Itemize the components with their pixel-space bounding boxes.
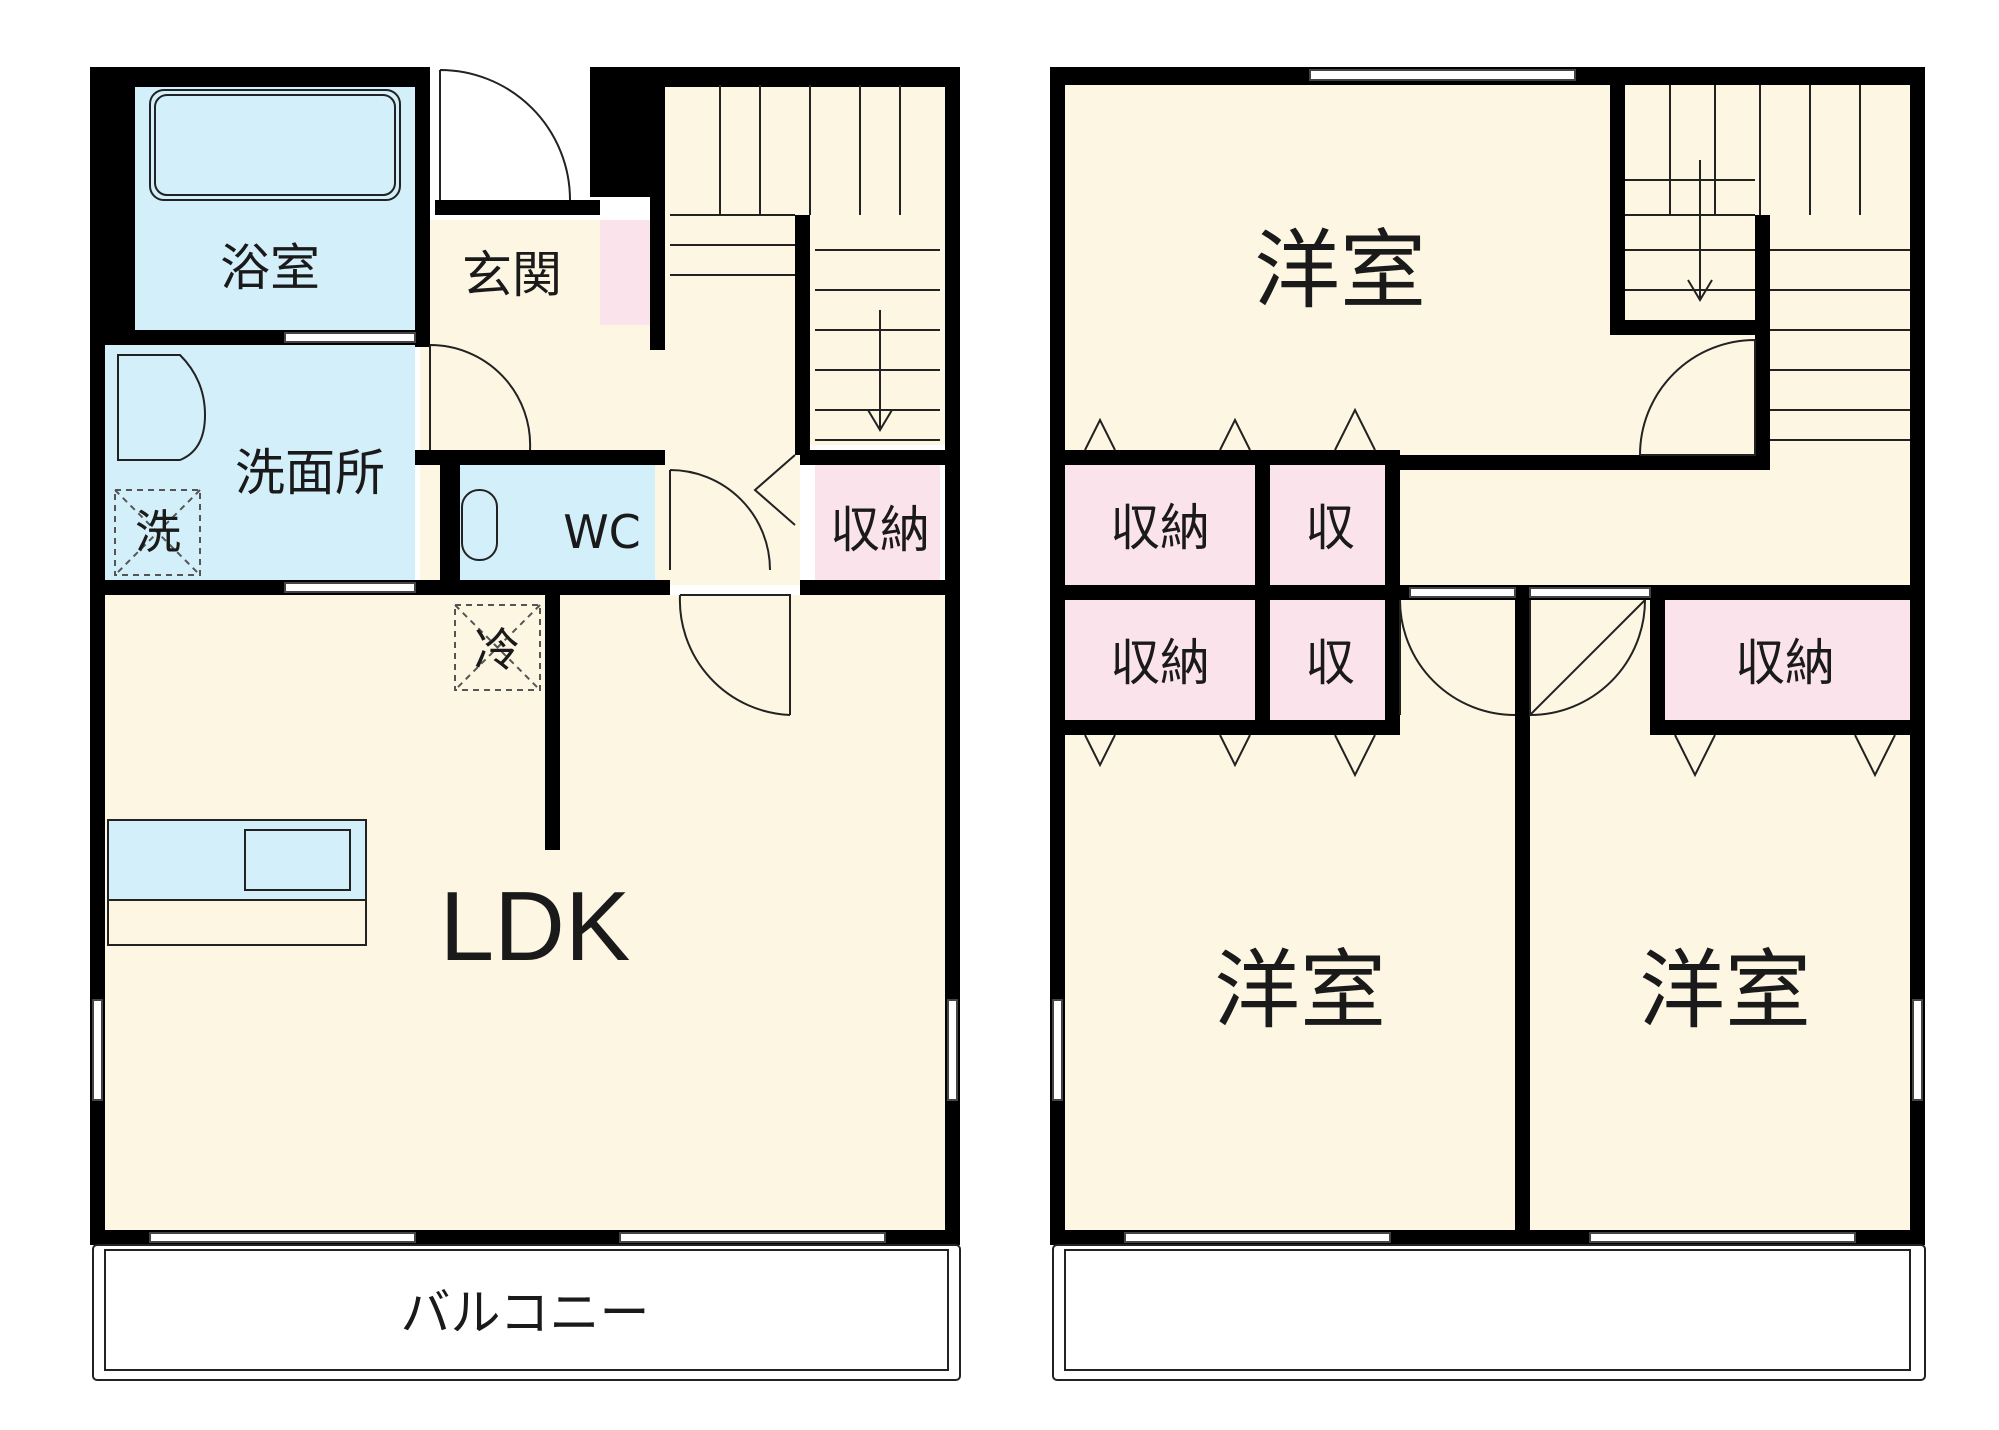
storage-b-label: 収 — [1305, 499, 1355, 557]
washroom-label: 洗面所 — [235, 444, 385, 502]
bath-label: 浴室 — [220, 239, 320, 297]
storage-d-label: 収 — [1305, 634, 1355, 692]
door-left-room — [1399, 599, 1516, 716]
door-right-room — [1529, 599, 1646, 718]
ldk-floor — [105, 595, 945, 1235]
door-top-room — [1639, 339, 1756, 456]
washer-label: 洗 — [135, 505, 181, 559]
storage-e-label: 収納 — [1735, 634, 1835, 692]
entrance-label: 玄関 — [462, 246, 562, 304]
storage-c-label: 収納 — [1110, 634, 1210, 692]
room-top-label: 洋室 — [1254, 221, 1426, 321]
fridge-label: 冷 — [474, 623, 520, 677]
toilet-door — [669, 469, 771, 571]
staircase-2f — [1625, 85, 1910, 441]
bath-floor — [135, 85, 415, 330]
washroom-floor — [105, 345, 415, 580]
washbasin — [117, 354, 207, 461]
balcony-1f — [92, 1244, 961, 1381]
shoebox — [600, 220, 650, 325]
storage-floor — [815, 465, 940, 585]
floor-1: 浴室 玄関 洗面所 洗 WC 収納 冷 LDK バルコニー — [90, 67, 961, 1381]
room-right-label: 洋室 — [1639, 941, 1811, 1041]
balcony-2f — [1052, 1244, 1926, 1381]
storage-label-1f: 収納 — [830, 501, 930, 559]
storage-a-label: 収納 — [1110, 499, 1210, 557]
staircase-1f — [670, 85, 940, 441]
washer-space — [114, 489, 201, 576]
toilet-bowl — [461, 489, 498, 561]
ldk-door — [678, 594, 791, 716]
toilet-floor — [455, 460, 655, 580]
bathtub — [149, 89, 401, 201]
washroom-door — [429, 343, 532, 451]
room-left-label: 洋室 — [1214, 941, 1386, 1041]
fridge-space — [454, 604, 541, 691]
balcony-label: バルコニー — [401, 1284, 650, 1342]
entrance-door — [439, 69, 571, 201]
floor-2: 洋室 洋室 洋室 収納 収 収納 収 収納 — [1050, 67, 1926, 1381]
ldk-label: LDK — [440, 871, 631, 981]
toilet-label: WC — [563, 505, 641, 559]
